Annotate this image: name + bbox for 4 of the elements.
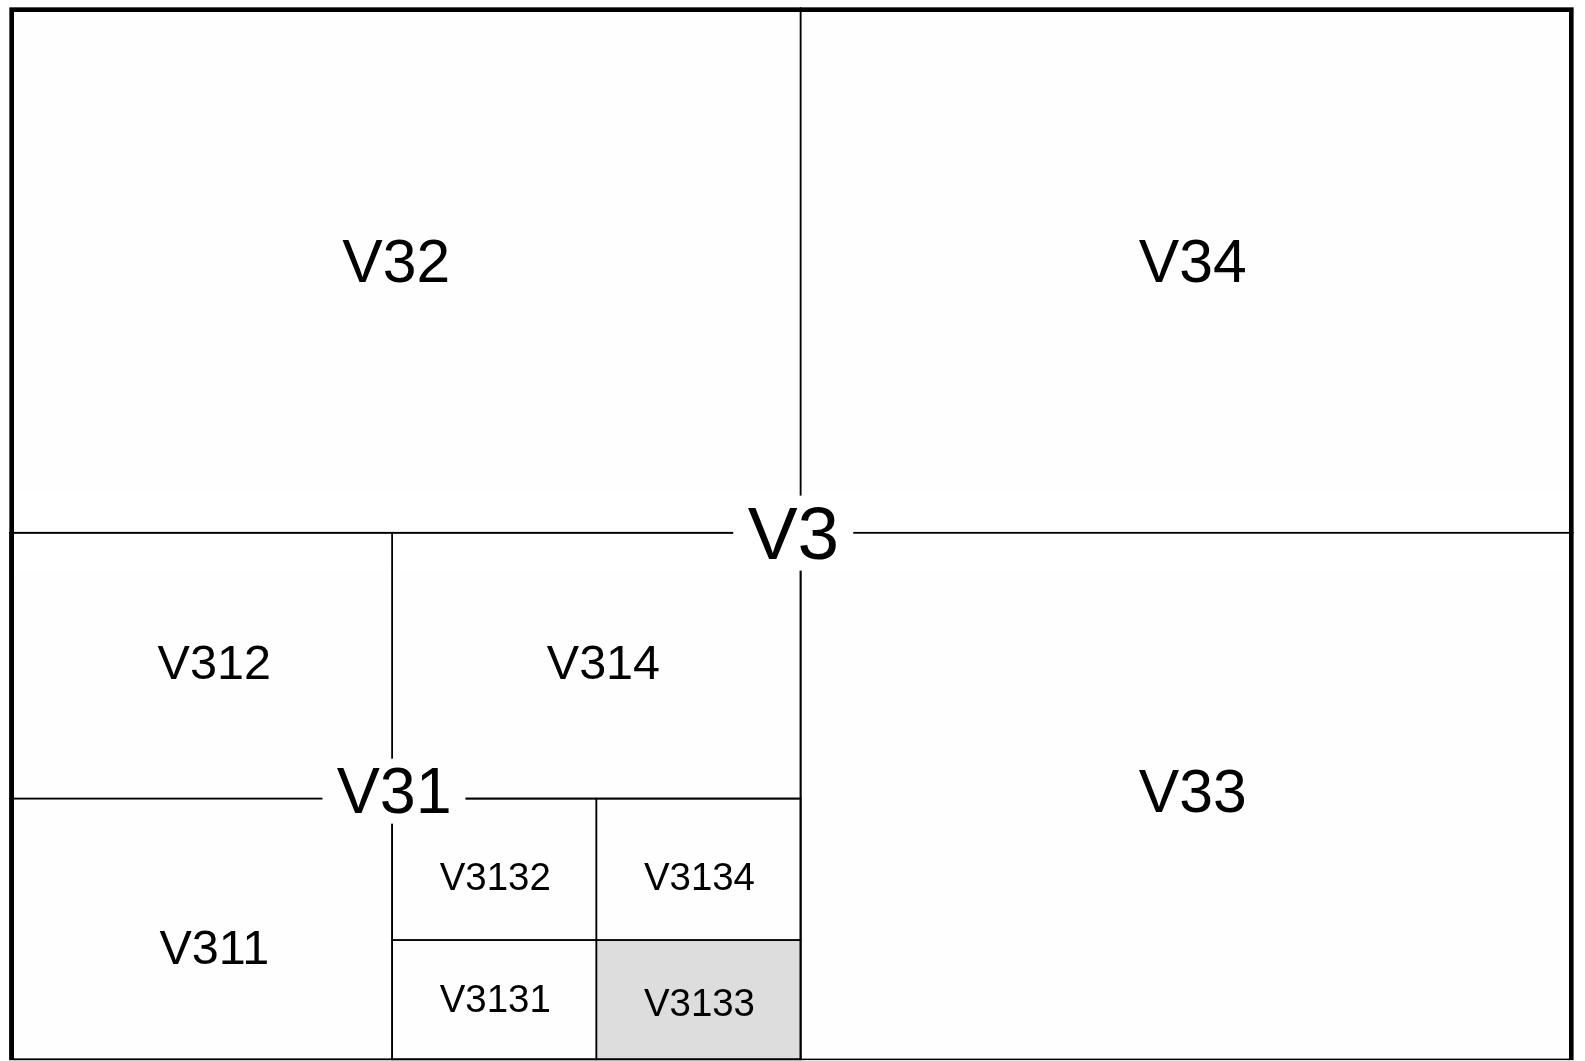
outer-frame	[10, 8, 1573, 1060]
shaded-cell	[596, 940, 801, 1060]
region-label: V31	[322, 759, 466, 824]
region-label: V3	[733, 495, 854, 571]
